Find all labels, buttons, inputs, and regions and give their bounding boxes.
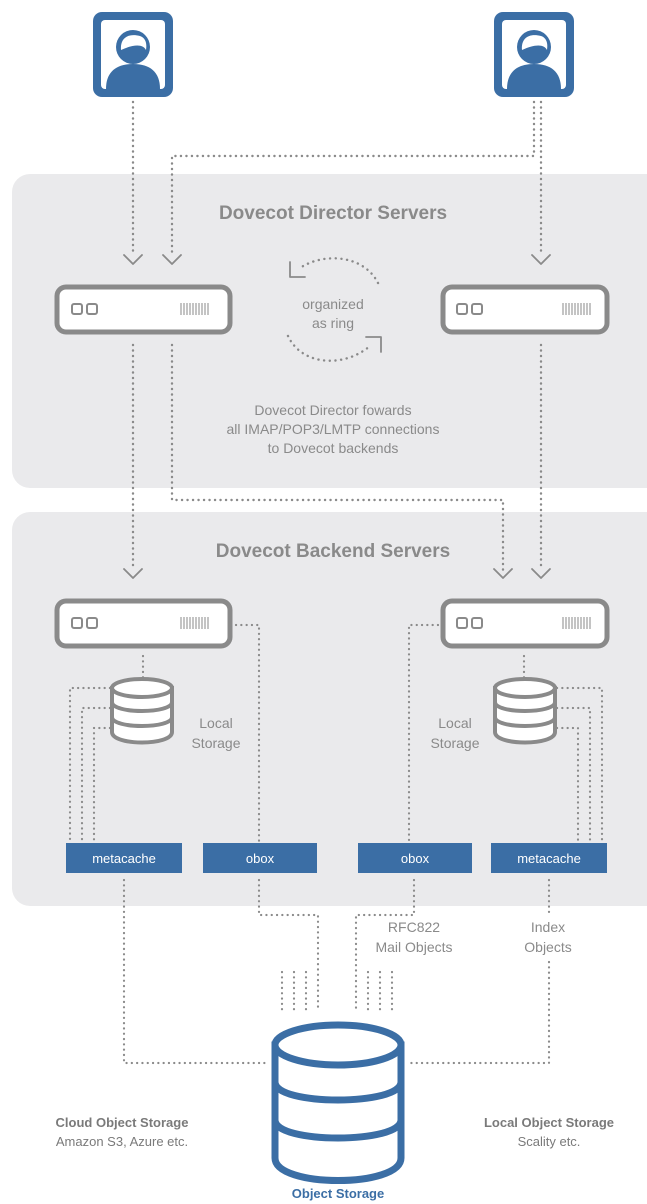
rfc822-label-line-1: RFC822 bbox=[388, 919, 440, 935]
metacache-label-right: metacache bbox=[517, 851, 581, 866]
user-icon-left bbox=[93, 12, 173, 97]
connector-to-object-storage bbox=[122, 878, 551, 1065]
local-storage-label-right-2: Storage bbox=[430, 735, 479, 751]
local-storage-db-right bbox=[493, 677, 557, 745]
director-note-line-1: Dovecot Director fowards bbox=[254, 402, 411, 418]
director-title: Dovecot Director Servers bbox=[219, 203, 447, 224]
local-object-storage-title: Local Object Storage bbox=[484, 1115, 614, 1130]
ring-arrows bbox=[286, 257, 382, 362]
local-storage-label-left-2: Storage bbox=[191, 735, 240, 751]
director-note-line-3: to Dovecot backends bbox=[268, 440, 399, 456]
obox-label-left: obox bbox=[246, 851, 275, 866]
object-storage-db-icon bbox=[271, 1021, 405, 1184]
obox-box-left: obox bbox=[203, 843, 317, 873]
metacache-box-left: metacache bbox=[66, 843, 182, 873]
director-server-left bbox=[54, 284, 233, 335]
ring-label-line-2: as ring bbox=[312, 315, 354, 331]
local-storage-db-left bbox=[110, 677, 174, 745]
obox-label-right: obox bbox=[401, 851, 430, 866]
index-objects-label-line-2: Objects bbox=[524, 939, 571, 955]
director-note-line-2: all IMAP/POP3/LMTP connections bbox=[227, 421, 440, 437]
metacache-box-right: metacache bbox=[491, 843, 607, 873]
local-storage-label-right-1: Local bbox=[438, 715, 471, 731]
cloud-storage-subtitle: Amazon S3, Azure etc. bbox=[56, 1134, 188, 1149]
local-storage-label-left-1: Local bbox=[199, 715, 232, 731]
rfc822-label-line-2: Mail Objects bbox=[375, 939, 452, 955]
user-icon-right bbox=[494, 12, 574, 97]
obox-box-right: obox bbox=[358, 843, 472, 873]
backend-title: Dovecot Backend Servers bbox=[216, 541, 450, 562]
connector-directors-to-backends bbox=[123, 343, 551, 579]
director-server-right bbox=[440, 284, 610, 335]
index-objects-label-line-1: Index bbox=[531, 919, 565, 935]
backend-server-left bbox=[54, 598, 233, 649]
connector-users-to-directors bbox=[123, 100, 551, 265]
object-storage-label: Object Storage bbox=[292, 1186, 384, 1201]
cloud-storage-title: Cloud Object Storage bbox=[56, 1115, 189, 1130]
local-object-storage-subtitle: Scality etc. bbox=[518, 1134, 581, 1149]
ring-label-line-1: organized bbox=[302, 296, 364, 312]
backend-connectors bbox=[68, 623, 604, 847]
director-panel bbox=[12, 174, 647, 488]
backend-server-right bbox=[440, 598, 610, 649]
metacache-label-left: metacache bbox=[92, 851, 156, 866]
